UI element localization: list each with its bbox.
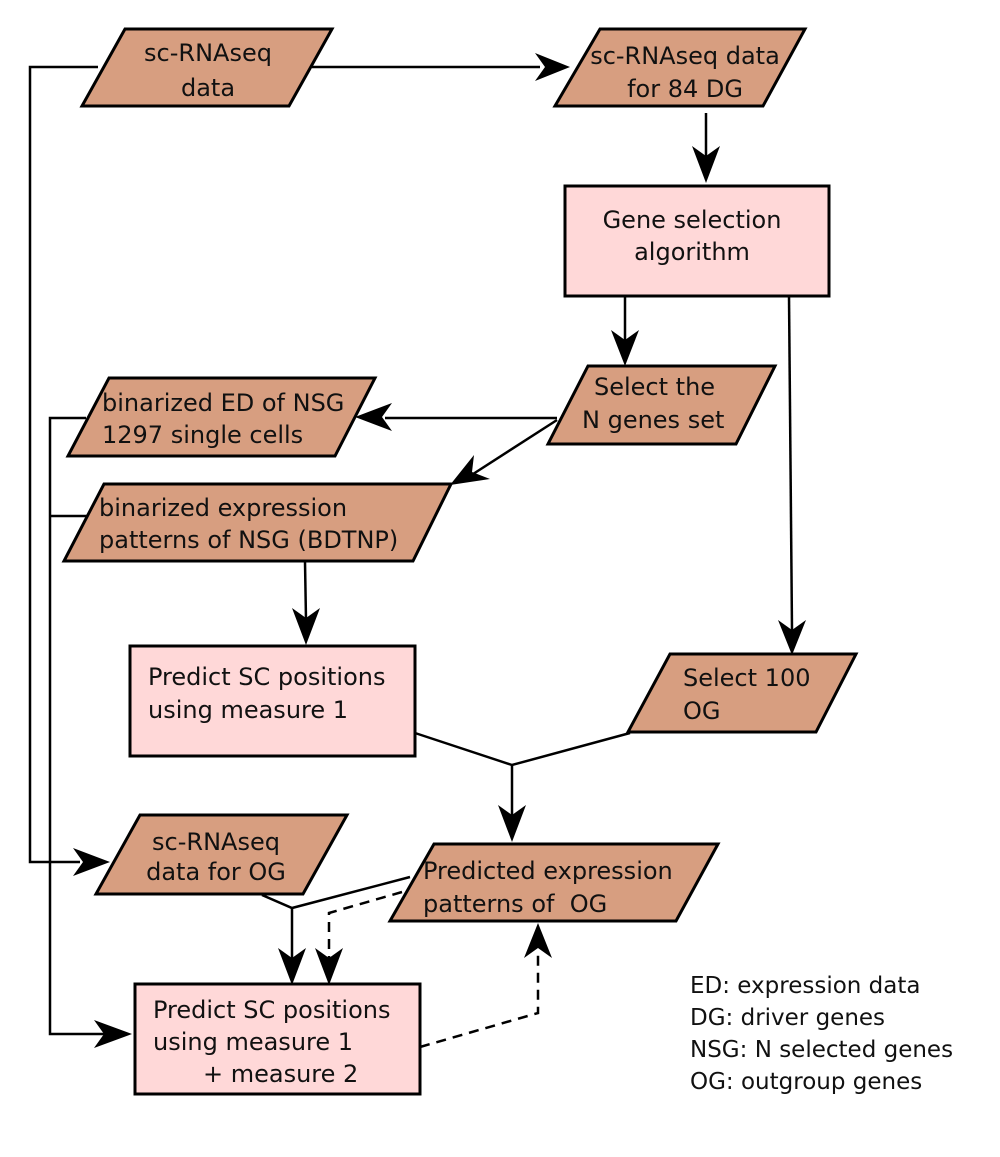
node-label-line: N genes set bbox=[582, 406, 724, 434]
node-select-100-og[interactable]: Select 100 OG bbox=[625, 652, 859, 734]
arrowhead bbox=[292, 608, 320, 645]
arrowhead bbox=[355, 403, 392, 431]
node-label-line: 1297 single cells bbox=[102, 421, 303, 449]
node-scrnaseq-84dg[interactable]: sc-RNAseq data for 84 DG bbox=[552, 27, 808, 108]
edge-dashed-predict-to-patterns[interactable] bbox=[419, 950, 540, 1049]
node-label-line: OG bbox=[683, 697, 721, 725]
arrowhead bbox=[450, 455, 490, 485]
edge-binarized-to-predict-m1-m2 bbox=[48, 416, 105, 1036]
edge-n-genes-to-binarized-patterns bbox=[469, 418, 558, 478]
node-label-line: + measure 2 bbox=[203, 1060, 358, 1088]
node-select-n-genes[interactable]: Select the N genes set bbox=[545, 364, 778, 446]
node-scrnaseq-og[interactable]: sc-RNAseq data for OG bbox=[93, 813, 350, 896]
node-label-line: patterns of OG bbox=[423, 890, 607, 918]
node-label-line: Predict SC positions bbox=[153, 996, 390, 1024]
node-label-line: Gene selection bbox=[603, 206, 782, 234]
node-label-line: sc-RNAseq bbox=[144, 39, 272, 67]
arrowhead bbox=[692, 146, 720, 183]
node-scrnaseq-data[interactable]: sc-RNAseq data bbox=[79, 27, 335, 108]
node-predict-measure-1-2[interactable]: Predict SC positions using measure 1 + m… bbox=[133, 982, 422, 1096]
node-binarized-ed[interactable]: binarized ED of NSG 1297 single cells bbox=[65, 376, 378, 458]
edge-gene-selection-to-og bbox=[787, 295, 794, 631]
edges bbox=[28, 53, 806, 1049]
node-label-line: Predicted expression bbox=[423, 857, 673, 885]
arrowhead bbox=[524, 923, 552, 958]
arrowhead bbox=[498, 805, 526, 842]
node-label-line: algorithm bbox=[634, 238, 750, 266]
node-label-line: sc-RNAseq bbox=[152, 828, 280, 856]
arrowhead bbox=[278, 948, 306, 985]
legend: ED: expression data DG: driver genes NSG… bbox=[690, 973, 953, 1095]
edge-patterns-to-predict-m1 bbox=[303, 561, 308, 621]
node-label-line: for 84 DG bbox=[627, 75, 743, 103]
arrowhead bbox=[535, 53, 570, 81]
arrowhead bbox=[778, 620, 806, 655]
node-label-line: sc-RNAseq data bbox=[590, 42, 780, 70]
edge-dashed-patterns-to-predict[interactable] bbox=[327, 890, 403, 960]
arrowhead bbox=[73, 848, 110, 876]
node-label-line: patterns of NSG (BDTNP) bbox=[99, 526, 398, 554]
edge-merge-to-predicted-patterns bbox=[414, 731, 631, 767]
node-label-line: data bbox=[181, 74, 235, 102]
arrowhead bbox=[315, 948, 343, 985]
legend-item-dg: DG: driver genes bbox=[690, 1005, 885, 1031]
edge-scrnaseq-to-og-data bbox=[28, 65, 98, 864]
node-label-line: Predict SC positions bbox=[148, 663, 385, 691]
node-label-line: using measure 1 bbox=[153, 1028, 353, 1056]
node-gene-selection[interactable]: Gene selection algorithm bbox=[563, 184, 831, 298]
node-predicted-patterns[interactable]: Predicted expression patterns of OG bbox=[387, 842, 721, 923]
arrowhead bbox=[94, 1020, 132, 1048]
node-label-line: binarized expression bbox=[99, 494, 347, 522]
node-label-line: data for OG bbox=[146, 858, 286, 886]
legend-item-og: OG: outgroup genes bbox=[690, 1069, 922, 1095]
node-label-line: Select 100 bbox=[683, 664, 810, 692]
node-predict-measure-1[interactable]: Predict SC positions using measure 1 bbox=[128, 644, 417, 758]
legend-item-nsg: NSG: N selected genes bbox=[690, 1037, 953, 1063]
legend-item-ed: ED: expression data bbox=[690, 973, 920, 999]
arrowhead bbox=[611, 330, 639, 366]
node-binarized-patterns[interactable]: binarized expression patterns of NSG (BD… bbox=[61, 482, 454, 563]
node-label-line: using measure 1 bbox=[148, 696, 348, 724]
node-label-line: binarized ED of NSG bbox=[102, 389, 344, 417]
node-label-line: Select the bbox=[594, 373, 715, 401]
